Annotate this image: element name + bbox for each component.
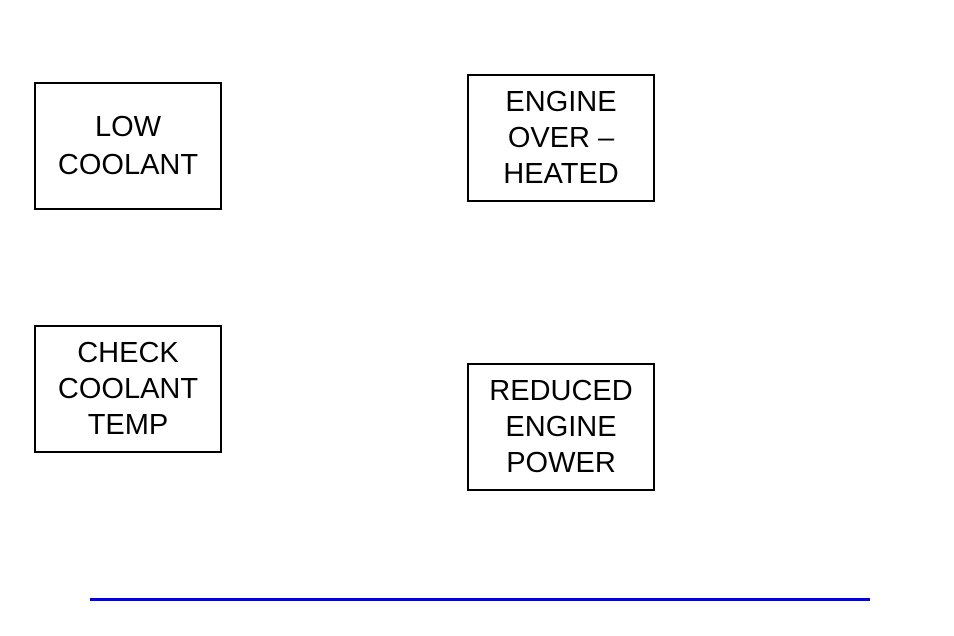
message-line: HEATED (503, 158, 619, 190)
message-line: POWER (506, 447, 616, 479)
message-line: COOLANT (57, 373, 199, 405)
message-line: CHECK (77, 337, 179, 369)
message-line: OVER – (507, 122, 615, 154)
message-line: REDUCED (489, 375, 633, 407)
message-line: ENGINE (505, 86, 617, 118)
message-box-reduced-engine-power: REDUCED ENGINE POWER (467, 363, 655, 491)
message-box-engine-overheated: ENGINE OVER – HEATED (467, 74, 655, 202)
message-line: TEMP (87, 409, 169, 441)
message-line: LOW (94, 111, 162, 143)
bottom-divider-rule (90, 598, 870, 601)
message-line: ENGINE (505, 411, 617, 443)
message-line: COOLANT (57, 149, 199, 181)
message-box-check-coolant-temp: CHECK COOLANT TEMP (34, 325, 222, 453)
message-box-low-coolant: LOW COOLANT (34, 82, 222, 210)
